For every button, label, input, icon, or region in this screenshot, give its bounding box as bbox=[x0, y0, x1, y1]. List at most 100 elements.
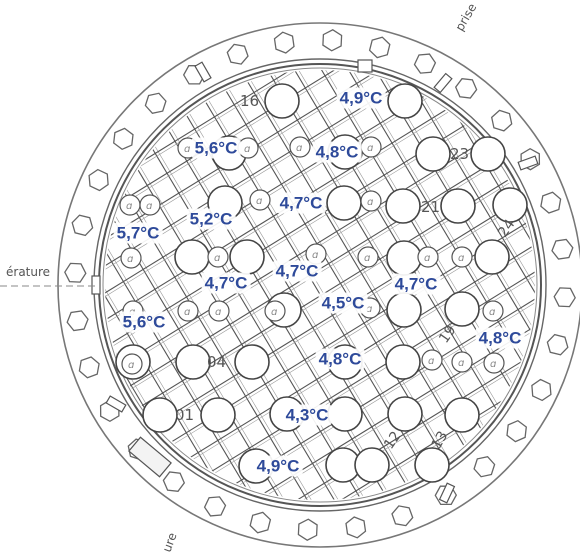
grid-bar bbox=[105, 70, 405, 500]
tube-circle bbox=[229, 239, 265, 275]
small-tube bbox=[249, 189, 271, 211]
grid-bar bbox=[526, 70, 535, 500]
hex-bolt bbox=[454, 78, 478, 99]
tube-circle bbox=[175, 344, 211, 380]
temperature-label: 5,7°C bbox=[113, 222, 163, 244]
small-tube-mark: ɑ bbox=[184, 144, 190, 155]
flange-rings bbox=[57, 22, 580, 548]
grid-bar bbox=[105, 70, 535, 500]
small-tube-mark: ɑ bbox=[214, 253, 220, 264]
grid-bar bbox=[441, 70, 535, 500]
small-tube bbox=[177, 300, 199, 322]
temperature-label: 4,8°C bbox=[315, 348, 365, 370]
small-tube bbox=[121, 353, 143, 375]
small-tube-mark: ɑ bbox=[458, 253, 464, 264]
tube-label-04: 04 bbox=[207, 353, 226, 371]
hex-bolt bbox=[66, 310, 89, 332]
shell-lug bbox=[438, 482, 456, 504]
shell-lug bbox=[105, 395, 127, 413]
temperature-label: 4,9°C bbox=[253, 455, 303, 477]
tube-label-16: 16 bbox=[240, 92, 259, 110]
grid-bar bbox=[251, 70, 535, 500]
small-tube-mark: ɑ bbox=[428, 356, 434, 367]
tube-circle bbox=[474, 239, 510, 275]
small-tube-mark: ɑ bbox=[184, 307, 190, 318]
small-tube-mark: ɑ bbox=[364, 253, 370, 264]
hex-bolt bbox=[88, 168, 109, 192]
grid-bar bbox=[105, 70, 449, 500]
tube-circle bbox=[440, 188, 476, 224]
shell-lug bbox=[91, 275, 101, 295]
grid-bar bbox=[495, 70, 535, 500]
side-label-top-right: prise bbox=[452, 1, 479, 34]
small-tube-markers: ɑɑɑɑɑɑɑɑɑɑɑɑɑɑɑɑɑɑɑɑɑɑɑɑ bbox=[119, 136, 505, 375]
small-tube-mark: ɑ bbox=[128, 360, 134, 371]
grid-bar bbox=[105, 70, 411, 500]
small-tube-mark: ɑ bbox=[367, 143, 373, 154]
grid-bar bbox=[550, 0, 580, 555]
shell-lug bbox=[517, 155, 539, 171]
tube-circle bbox=[385, 344, 421, 380]
hex-bolt bbox=[297, 518, 318, 541]
grid-bar bbox=[468, 70, 535, 500]
temperature-label: 5,6°C bbox=[119, 311, 169, 333]
lugs bbox=[91, 59, 539, 504]
shell-lug bbox=[433, 72, 453, 94]
small-tube-mark: ɑ bbox=[271, 307, 277, 318]
side-label-left: érature bbox=[6, 265, 50, 279]
hex-bolt bbox=[144, 92, 167, 115]
tube-circle bbox=[387, 83, 423, 119]
hex-bolt bbox=[226, 43, 249, 65]
temperature-label: 4,7°C bbox=[391, 273, 441, 295]
tube-label-23: 23 bbox=[450, 145, 469, 163]
small-tube-mark: ɑ bbox=[312, 250, 318, 261]
temperature-label: 4,8°C bbox=[312, 141, 362, 163]
grid-bar bbox=[105, 70, 535, 500]
small-tube bbox=[421, 349, 443, 371]
temperature-label: 5,6°C bbox=[191, 137, 241, 159]
small-tube-mark: ɑ bbox=[256, 196, 262, 207]
grid-bar bbox=[554, 0, 580, 555]
tube-label-13: 13 bbox=[429, 429, 452, 452]
hex-bolt bbox=[113, 127, 134, 151]
hex-bolt bbox=[249, 511, 272, 534]
top-nozzle bbox=[357, 59, 373, 73]
hex-bolt bbox=[203, 496, 227, 517]
small-tube-mark: ɑ bbox=[146, 201, 152, 212]
tube-label-19: 19 bbox=[436, 323, 459, 347]
temperature-label: 4,8°C bbox=[475, 327, 525, 349]
hex-bolt bbox=[506, 419, 527, 443]
hex-bolt bbox=[546, 333, 569, 356]
small-tube bbox=[264, 300, 286, 322]
hex-bolt bbox=[368, 36, 391, 59]
grid-bar bbox=[163, 70, 535, 500]
side-label-bottom-left: ure bbox=[160, 531, 180, 554]
small-tube-mark: ɑ bbox=[424, 253, 430, 264]
small-tube bbox=[357, 246, 379, 268]
small-tube bbox=[139, 194, 161, 216]
grid-bar bbox=[445, 70, 535, 500]
grid-bar bbox=[105, 70, 287, 500]
small-tube bbox=[208, 300, 230, 322]
small-tube bbox=[417, 246, 439, 268]
small-tube-mark: ɑ bbox=[296, 143, 302, 154]
hex-bolt bbox=[71, 214, 94, 237]
hex-bolt bbox=[434, 485, 458, 506]
small-tube bbox=[483, 352, 505, 374]
hex-bolt bbox=[322, 29, 343, 52]
tube-circle bbox=[415, 136, 451, 172]
grid-bar bbox=[169, 70, 535, 500]
grid-bar bbox=[333, 70, 535, 500]
small-tube bbox=[451, 246, 473, 268]
tube-circle bbox=[174, 239, 210, 275]
grid-bar bbox=[105, 70, 291, 500]
hex-bolt bbox=[391, 505, 414, 527]
tube-circle bbox=[414, 447, 450, 483]
temperature-label: 4,9°C bbox=[336, 87, 386, 109]
tube-circle bbox=[386, 240, 422, 276]
tube-label-21: 21 bbox=[421, 198, 440, 216]
